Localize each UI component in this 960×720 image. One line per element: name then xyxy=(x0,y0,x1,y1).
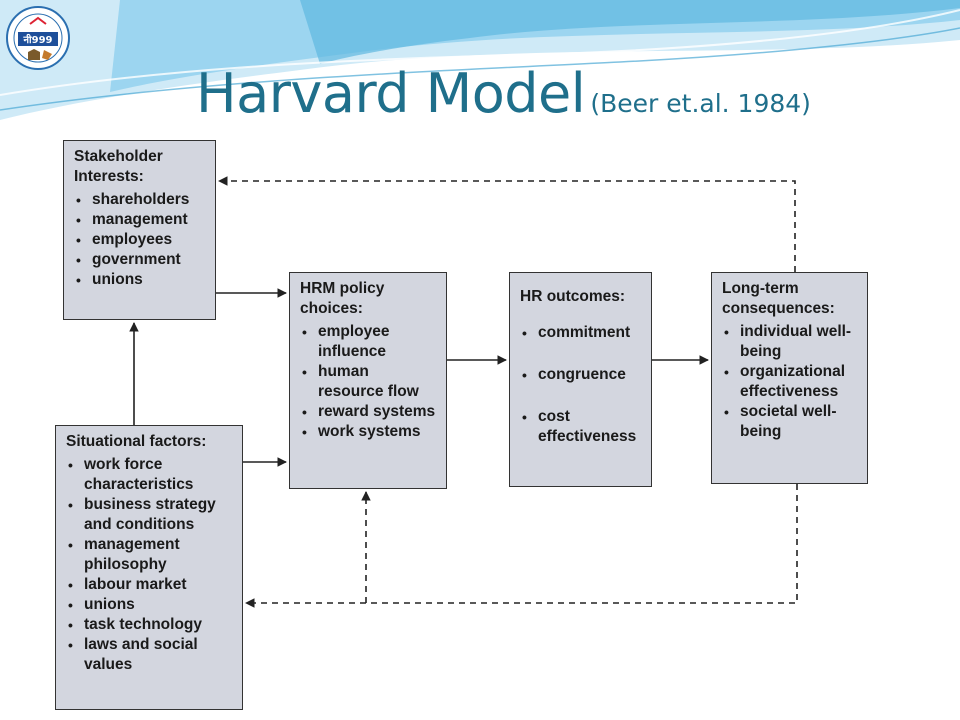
long-term-consequences-box: Long-term consequences: individual well-… xyxy=(711,272,868,484)
list-item: unions xyxy=(66,595,232,615)
list-item: management philosophy xyxy=(66,535,232,575)
list-item: employees xyxy=(74,230,205,250)
list-item: commitment xyxy=(520,323,641,343)
list-item: management xyxy=(74,210,205,230)
list-item: societal well-being xyxy=(722,402,857,442)
organization-logo: नी999 xyxy=(6,6,70,70)
box-heading: Long-term consequences: xyxy=(722,280,835,317)
box-heading: Situational factors: xyxy=(66,433,207,450)
hrm-policy-choices-box: HRM policy choices: employee influence h… xyxy=(289,272,447,489)
list-item: congruence xyxy=(520,365,641,385)
list-item: organizational effectiveness xyxy=(722,362,857,402)
list-item: reward systems xyxy=(300,402,436,422)
stakeholder-interests-box: Stakeholder Interests: shareholders mana… xyxy=(63,140,216,320)
box-heading: Stakeholder Interests: xyxy=(74,148,163,185)
svg-text:नी999: नी999 xyxy=(22,33,52,46)
list-item: individual well-being xyxy=(722,322,857,362)
slide-title: Harvard Model (Beer et.al. 1984) xyxy=(196,62,811,125)
list-item: laws and social values xyxy=(66,635,232,675)
list-item: human resource flow xyxy=(300,362,436,402)
list-item: task technology xyxy=(66,615,232,635)
title-main: Harvard Model xyxy=(196,62,586,125)
list-item: work systems xyxy=(300,422,436,442)
list-item: government xyxy=(74,250,205,270)
list-item: labour market xyxy=(66,575,232,595)
hr-outcomes-box: HR outcomes: commitment congruence cost … xyxy=(509,272,652,487)
list-item: work force characteristics xyxy=(66,455,232,495)
box-heading: HR outcomes: xyxy=(520,288,626,305)
box-heading: HRM policy choices: xyxy=(300,280,385,317)
situational-factors-box: Situational factors: work force characte… xyxy=(55,425,243,710)
header-wave-decoration xyxy=(0,0,960,120)
list-item: unions xyxy=(74,270,205,290)
list-item: business strategy and conditions xyxy=(66,495,232,535)
list-item: shareholders xyxy=(74,190,205,210)
title-citation: (Beer et.al. 1984) xyxy=(590,89,811,118)
list-item: cost effectiveness xyxy=(520,407,641,447)
list-item: employee influence xyxy=(300,322,436,362)
